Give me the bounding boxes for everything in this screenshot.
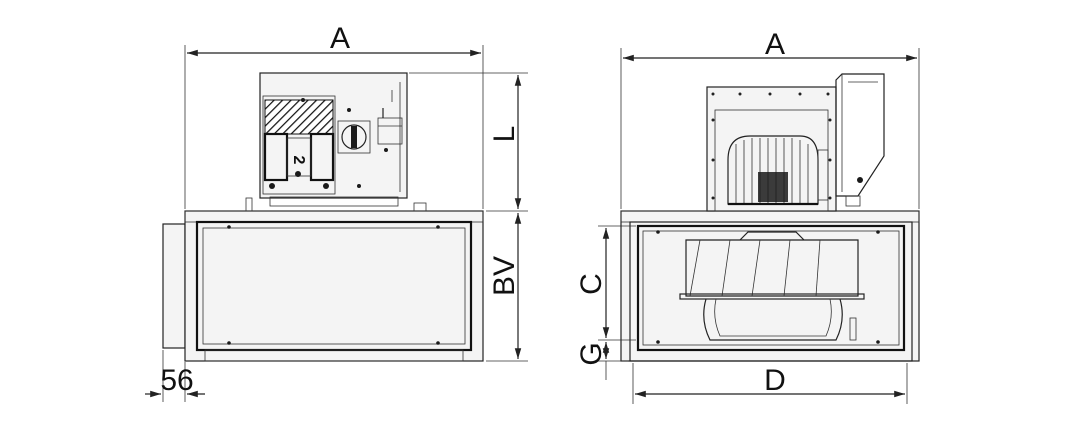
dim-label-c: C [575, 273, 608, 295]
front-panel-inner [202, 227, 466, 345]
front-panel-screws [227, 225, 440, 345]
side-panel [636, 224, 906, 352]
motor-label: 2 [290, 156, 307, 165]
dim-56: 56 [145, 350, 205, 402]
side-panel-inner [642, 230, 900, 346]
dim-g: G [575, 342, 628, 380]
front-housing [184, 210, 484, 362]
side-housing [620, 210, 920, 362]
duct-collar [162, 223, 186, 349]
dim-d: D [632, 363, 908, 404]
side-panel-screws [656, 230, 880, 344]
rotary-switch [337, 120, 371, 154]
dim-label-d: D [764, 364, 786, 397]
dim-label-l: L [488, 126, 521, 143]
dim-bv: BV [486, 213, 528, 362]
motor-housing [706, 73, 885, 212]
dim-a-side: A [620, 28, 920, 209]
dim-label-g: G [575, 342, 608, 365]
side-frame [629, 221, 913, 362]
dim-label-a-side: A [765, 28, 785, 61]
dim-l: L [409, 72, 528, 212]
front-view: 2 A L [145, 22, 528, 402]
side-view: A C G D [575, 28, 920, 404]
dim-a-front: A [184, 22, 484, 209]
motor-control-box: 2 [245, 72, 427, 212]
dim-label-56: 56 [160, 364, 193, 397]
dim-label-bv: BV [488, 256, 521, 296]
dim-label-a-front: A [330, 22, 350, 55]
dim-c: C [575, 225, 636, 341]
front-base [204, 349, 464, 362]
impeller [679, 231, 865, 341]
terminal-block [377, 117, 403, 145]
